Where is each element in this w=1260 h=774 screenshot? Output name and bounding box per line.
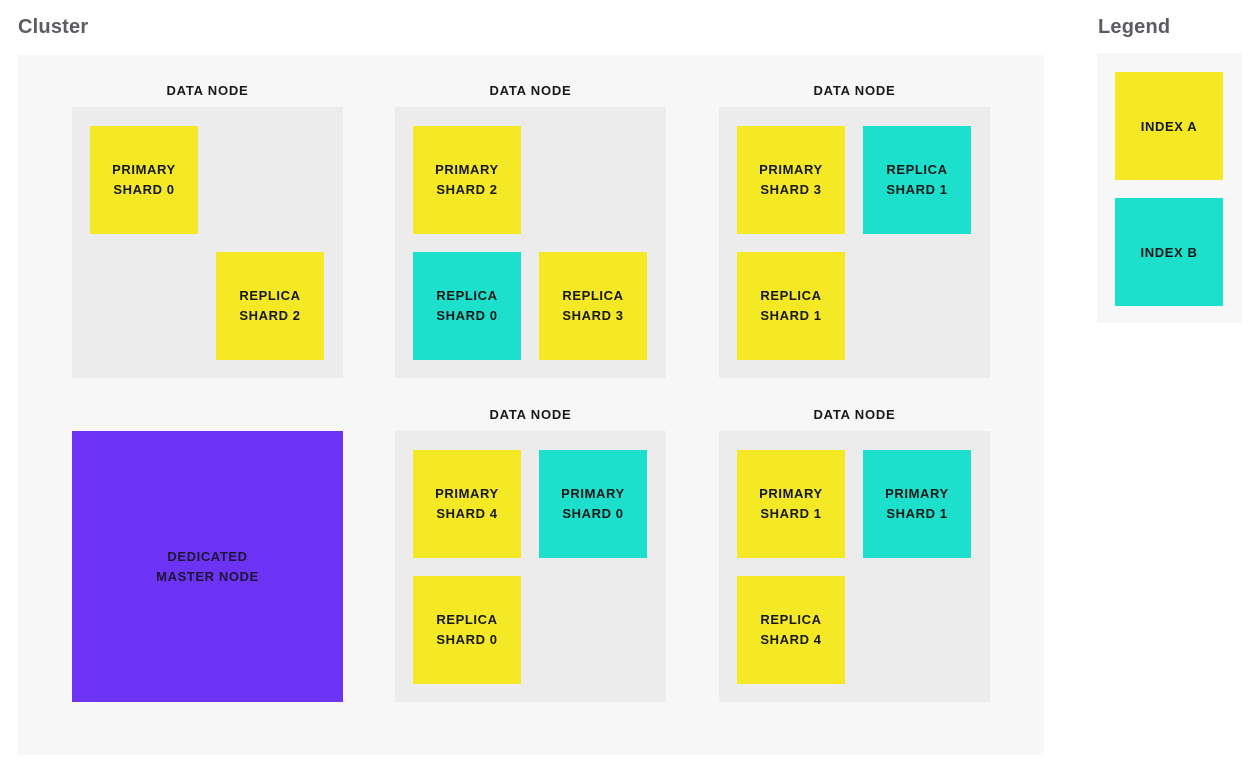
dedicated-master-node: DEDICATED MASTER NODE (72, 431, 343, 702)
shard-label-line: SHARD 0 (436, 308, 498, 323)
shard-label-line: REPLICA (436, 288, 498, 303)
shard-label-line: SHARD 4 (760, 632, 822, 647)
data-node-label: DATA NODE (813, 407, 896, 422)
shard-primary-shard-2: PRIMARY SHARD 2 (413, 126, 521, 234)
shard-label-line: PRIMARY (561, 486, 625, 501)
shard-label-line: SHARD 2 (239, 308, 301, 323)
shard-replica-shard-0: REPLICA SHARD 0 (413, 252, 521, 360)
shard-primary-shard-0: PRIMARY SHARD 0 (90, 126, 198, 234)
shard-replica-shard-1: REPLICA SHARD 1 (863, 126, 971, 234)
shard-label-line: SHARD 0 (113, 182, 175, 197)
shard-label-line: REPLICA (436, 612, 498, 627)
shard-label-line: REPLICA (562, 288, 624, 303)
shard-primary-shard-0: PRIMARY SHARD 0 (539, 450, 647, 558)
legend-title: Legend (1098, 16, 1171, 38)
data-node-panel: PRIMARY SHARD 1 PRIMARY SHARD 1 REPLICA SHARD… (719, 431, 990, 702)
data-node-label: DATA NODE (166, 83, 249, 98)
shard-label-line: SHARD 1 (760, 308, 822, 323)
shard-primary-shard-1: PRIMARY SHARD 1 (863, 450, 971, 558)
shard-label-line: PRIMARY (435, 162, 499, 177)
shard-label-line: PRIMARY (759, 486, 823, 501)
shard-label-line: PRIMARY (885, 486, 949, 501)
master-node-label-line: DEDICATED (167, 548, 248, 564)
shard-label-line: SHARD 1 (760, 506, 822, 521)
shard-replica-shard-0: REPLICA SHARD 0 (413, 576, 521, 684)
shard-replica-shard-1: REPLICA SHARD 1 (737, 252, 845, 360)
data-node-panel: PRIMARY SHARD 2 REPLICA SHARD 0 REPLICA SHARD… (395, 107, 666, 378)
shard-replica-shard-3: REPLICA SHARD 3 (539, 252, 647, 360)
shard-primary-shard-3: PRIMARY SHARD 3 (737, 126, 845, 234)
shard-label-line: SHARD 1 (886, 506, 948, 521)
legend-panel: INDEX A INDEX B (1097, 53, 1242, 323)
shard-label-line: PRIMARY (112, 162, 176, 177)
data-node-panel: PRIMARY SHARD 0 REPLICA SHARD 2 (72, 107, 343, 378)
shard-primary-shard-4: PRIMARY SHARD 4 (413, 450, 521, 558)
shard-label-line: SHARD 0 (436, 632, 498, 647)
data-node-label: DATA NODE (489, 83, 572, 98)
shard-label-line: SHARD 3 (562, 308, 624, 323)
master-node-label-line: MASTER NODE (156, 568, 259, 584)
shard-replica-shard-4: REPLICA SHARD 4 (737, 576, 845, 684)
cluster-title: Cluster (18, 16, 89, 38)
data-node-label: DATA NODE (813, 83, 896, 98)
shard-label-line: SHARD 0 (562, 506, 624, 521)
shard-label-line: REPLICA (239, 288, 301, 303)
shard-label-line: SHARD 2 (436, 182, 498, 197)
data-node-panel: PRIMARY SHARD 3 REPLICA SHARD 1 REPLICA SHARD… (719, 107, 990, 378)
legend-index-b: INDEX B (1115, 198, 1223, 306)
shard-label-line: PRIMARY (435, 486, 499, 501)
shard-label-line: PRIMARY (759, 162, 823, 177)
cluster-panel: DATA NODE PRIMARY SHARD 0 REPLICA SHARD 2 DAT… (18, 55, 1044, 755)
shard-label-line: SHARD 3 (760, 182, 822, 197)
shard-primary-shard-1: PRIMARY SHARD 1 (737, 450, 845, 558)
shard-replica-shard-2: REPLICA SHARD 2 (216, 252, 324, 360)
data-node-panel: PRIMARY SHARD 4 PRIMARY SHARD 0 REPLICA SHARD… (395, 431, 666, 702)
shard-label-line: SHARD 1 (886, 182, 948, 197)
shard-label-line: REPLICA (886, 162, 948, 177)
shard-label-line: SHARD 4 (436, 506, 498, 521)
data-node-label: DATA NODE (489, 407, 572, 422)
shard-label-line: REPLICA (760, 288, 822, 303)
legend-index-a: INDEX A (1115, 72, 1223, 180)
shard-label-line: REPLICA (760, 612, 822, 627)
